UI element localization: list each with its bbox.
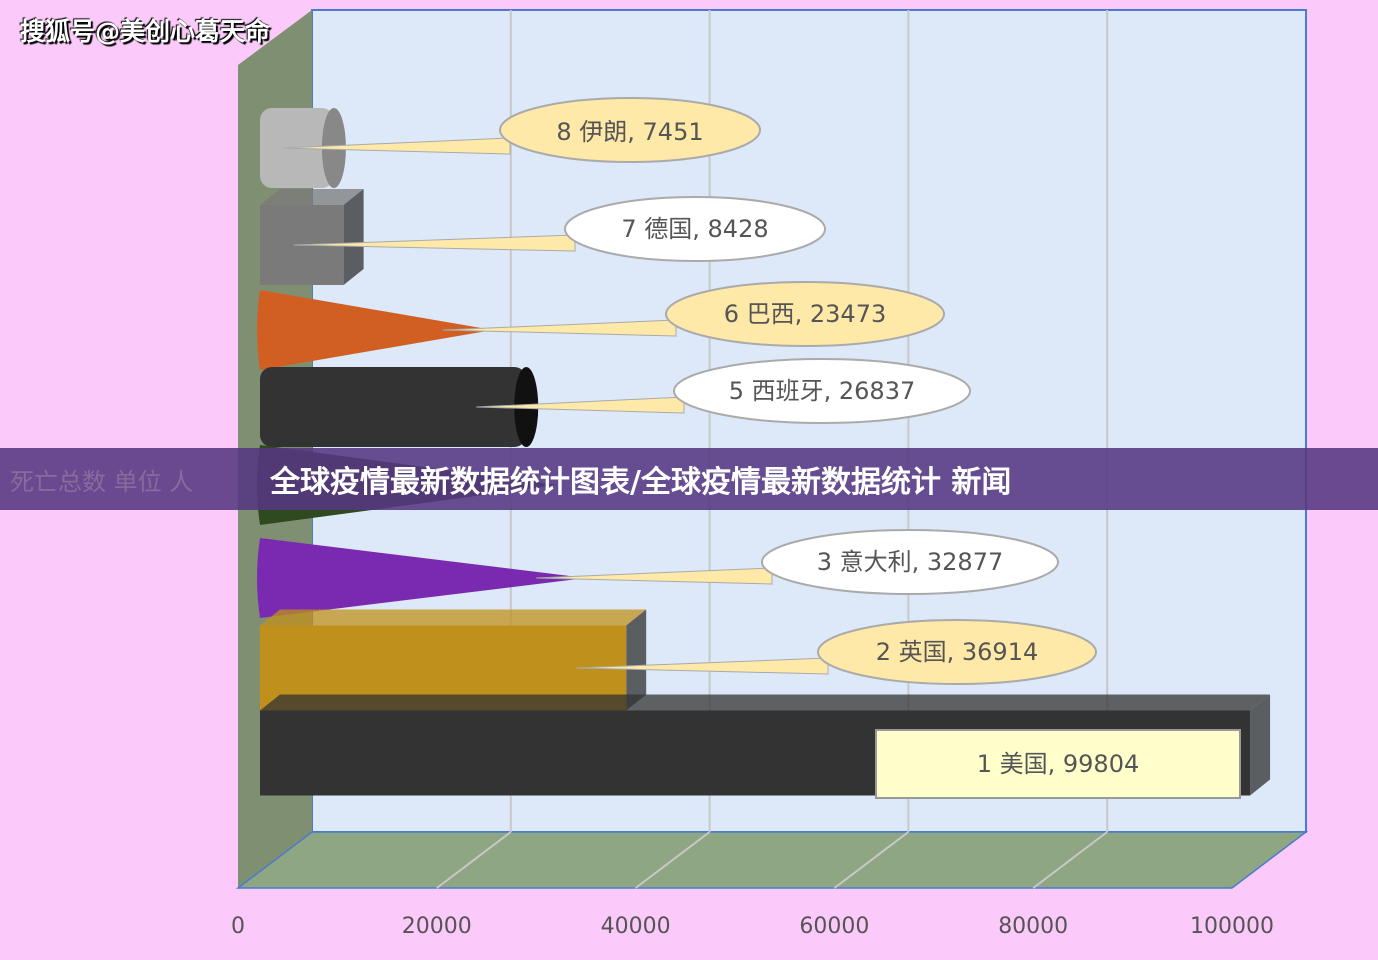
gridline [634, 831, 711, 889]
x-tick-label: 20000 [402, 914, 472, 939]
data-label-bubble [665, 281, 945, 347]
callout-pointer [293, 234, 576, 252]
bar [260, 367, 527, 447]
gridline [1032, 831, 1108, 889]
x-tick-label: 100000 [1190, 914, 1274, 939]
x-tick-label: 60000 [799, 914, 869, 939]
floor [235, 831, 1309, 889]
data-label: 6 巴西, 23473 [724, 300, 887, 328]
data-label-box [875, 729, 1241, 799]
gridline [833, 831, 910, 889]
callout-pointer [476, 396, 685, 414]
bar-side [343, 189, 364, 285]
data-label-bubble [761, 529, 1059, 595]
title-banner: 死亡总数 单位 人 全球疫情最新数据统计图表/全球疫情最新数据统计 新闻 [0, 448, 1378, 510]
data-label: 5 西班牙, 26837 [729, 377, 916, 405]
data-label-bubble [673, 358, 971, 424]
callout-pointer [576, 657, 829, 675]
data-label: 1 美国, 99804 [977, 750, 1140, 778]
data-label-bubble [817, 619, 1097, 685]
banner-title: 全球疫情最新数据统计图表/全球疫情最新数据统计 新闻 [270, 465, 1012, 500]
watermark: 搜狐号@美创心葛天命 [20, 17, 271, 46]
x-tick-label: 40000 [601, 914, 671, 939]
x-tick-label: 0 [231, 914, 245, 939]
bar [257, 538, 587, 618]
callout-pointer [536, 567, 773, 585]
callout-pointer [442, 319, 677, 337]
y-axis-label: 死亡总数 单位 人 [10, 467, 194, 496]
bar-side [1250, 694, 1271, 796]
x-tick-label: 80000 [998, 914, 1068, 939]
bar-top [260, 609, 647, 626]
bar [257, 290, 493, 370]
data-label: 8 伊朗, 7451 [556, 118, 703, 146]
data-label: 7 德国, 8428 [621, 215, 768, 243]
bar-top [260, 189, 364, 205]
data-label: 3 意大利, 32877 [817, 548, 1004, 576]
callout-pointer [283, 137, 511, 155]
gridline [436, 831, 512, 889]
data-label-bubble [499, 97, 761, 163]
bar-top [260, 694, 1271, 711]
bar-side [626, 609, 647, 711]
data-label: 2 英国, 36914 [876, 638, 1039, 666]
data-label-bubble [564, 196, 826, 262]
